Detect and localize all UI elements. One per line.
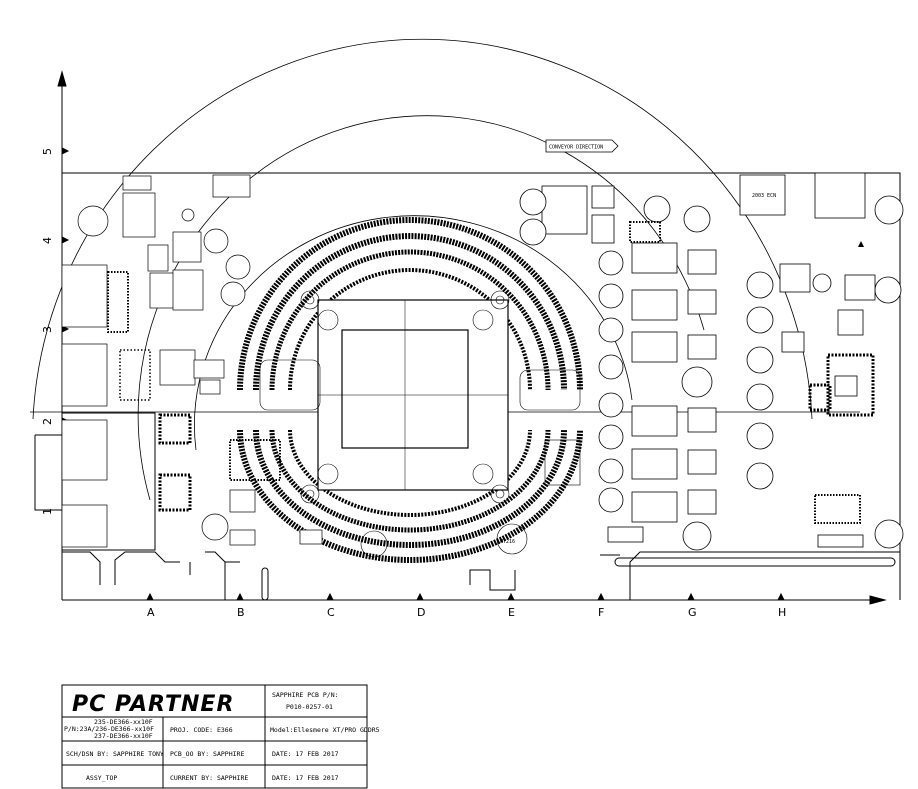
- marker-triangle: [858, 241, 864, 247]
- logo-text: PC PARTNER: [72, 692, 234, 717]
- current-by: CURRENT BY: SAPPHIRE: [170, 774, 248, 782]
- proj-code: PROJ. CODE: E366: [170, 726, 233, 734]
- mt216-label: MT216: [500, 539, 515, 545]
- conveyor-arrow: CONVEYOR DIRECTION: [545, 139, 619, 153]
- right-capacitors: [519, 188, 904, 551]
- pn-line1: 235-DE366-xx10F: [94, 718, 153, 726]
- x-label-a: A: [147, 606, 155, 619]
- x-label-e: E: [508, 606, 515, 619]
- pn-line2: P/N:23A/236-DE366-xx10F: [64, 725, 154, 733]
- x-label-h: H: [778, 606, 786, 619]
- model: Model:Ellesmere XT/PRO GDDR5: [270, 726, 380, 734]
- x-label-g: G: [688, 606, 697, 619]
- pc-partner-logo: PC PARTNER: [72, 692, 234, 717]
- top-connector-label: 2003 ECN: [752, 193, 776, 199]
- assy: ASSY_TOP: [86, 774, 117, 782]
- title-block: [61, 684, 368, 789]
- sch-by: SCH/DSN BY: SAPPHIRE TONY: [66, 750, 164, 758]
- y-label-2: 2: [41, 418, 54, 425]
- x-label-c: C: [327, 606, 335, 619]
- board-outline: [34, 172, 901, 601]
- x-label-b: B: [237, 606, 245, 619]
- pn-line3: 237-DE366-xx10F: [94, 732, 153, 740]
- pcb-by: PCB_OO BY: SAPPHIRE: [170, 750, 244, 758]
- y-label-5: 5: [41, 148, 54, 155]
- date-1: DATE: 17 FEB 2017: [272, 750, 339, 758]
- clearance-arcs: [30, 38, 860, 501]
- memory-chips: [541, 185, 678, 523]
- sapphire-pn-label: SAPPHIRE PCB P/N:: [272, 691, 339, 699]
- conveyor-label: CONVEYOR DIRECTION: [549, 145, 603, 151]
- right-passive-clusters: [629, 221, 875, 524]
- x-label-f: F: [598, 606, 604, 619]
- y-label-1: 1: [41, 508, 54, 515]
- x-axis-labels: A B C D E F G H: [147, 606, 786, 619]
- left-components: [61, 174, 323, 548]
- y-label-4: 4: [41, 237, 54, 244]
- left-passive-clusters: [107, 271, 281, 512]
- gpu-fan-pads: [237, 217, 583, 563]
- x-label-d: D: [417, 606, 425, 619]
- date-2: DATE: 17 FEB 2017: [272, 774, 339, 782]
- right-regulators: [607, 172, 876, 548]
- sapphire-pn: P010-0257-01: [286, 703, 333, 711]
- y-axis-labels: 5 4 3 2 1: [41, 148, 54, 515]
